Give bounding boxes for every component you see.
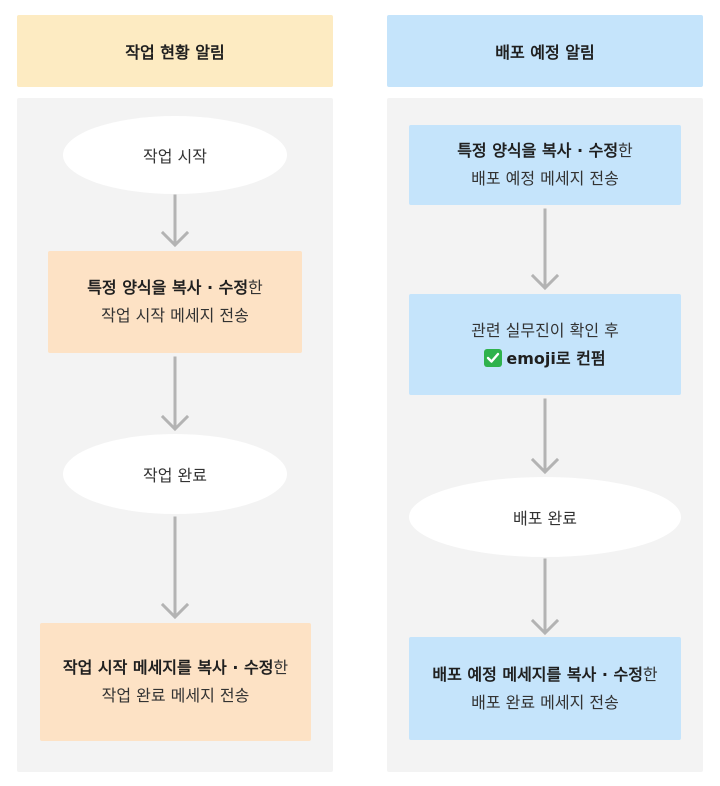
right-step1-suffix: 한 [618,141,633,160]
left-step2-line2: 작업 완료 메세지 전송 [101,686,250,705]
right-column-title: 배포 예정 알림 [495,43,595,62]
arrow-right-2 [530,398,560,475]
left-step1-line2: 작업 시작 메세지 전송 [101,306,249,325]
right-step-copy-edit: 특정 양식을 복사 · 수정한 배포 예정 메세지 전송 [409,125,681,205]
left-column-header: 작업 현황 알림 [17,15,333,87]
left-step-copy-edit: 특정 양식을 복사 · 수정한 작업 시작 메세지 전송 [48,251,302,353]
right-column-header: 배포 예정 알림 [387,15,703,87]
right-step1-line2: 배포 예정 메세지 전송 [471,169,619,188]
left-step1-bold: 특정 양식을 복사 · 수정 [87,278,249,297]
right-step3-line2: 배포 완료 메세지 전송 [471,692,619,712]
right-step2-line2-bold: emoji로 컨펌 [506,348,606,368]
left-step-complete-message: 작업 시작 메세지를 복사 · 수정한 작업 완료 메세지 전송 [40,623,311,741]
right-step1-bold: 특정 양식을 복사 · 수정 [457,141,619,160]
left-start-node: 작업 시작 [63,116,287,194]
check-mark-button-icon [484,348,503,367]
left-end-node: 작업 완료 [63,434,287,514]
left-step2-bold: 작업 시작 메세지를 복사 · 수정 [62,658,274,677]
right-step3-bold: 배포 예정 메세지를 복사 · 수정 [432,664,643,684]
right-step-emoji-confirm: 관련 실무진이 확인 후 emoji로 컨펌 [409,294,681,395]
left-start-label: 작업 시작 [143,147,207,166]
arrow-right-1 [530,208,560,291]
right-step3-suffix: 한 [642,664,658,684]
right-step-complete-message: 배포 예정 메세지를 복사 · 수정한 배포 완료 메세지 전송 [409,637,681,740]
arrow-left-2 [160,356,190,432]
left-column-title: 작업 현황 알림 [125,43,225,62]
right-end-node: 배포 완료 [409,477,681,557]
left-step1-suffix: 한 [248,278,263,297]
arrow-left-3 [160,516,190,620]
left-end-label: 작업 완료 [143,466,207,485]
right-end-label: 배포 완료 [513,509,577,528]
left-step2-suffix: 한 [273,658,289,677]
right-step2-line1: 관련 실무진이 확인 후 [471,320,619,340]
arrow-right-3 [530,558,560,636]
arrow-left-1 [160,194,190,248]
